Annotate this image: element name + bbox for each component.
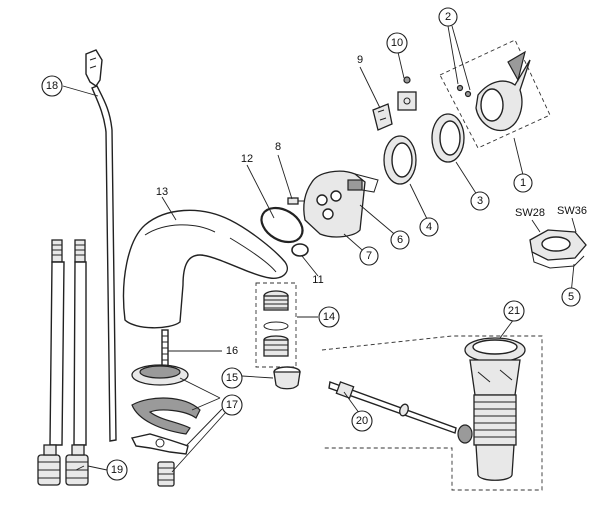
leader-lines [62,25,575,473]
callout-14: 14 [318,306,340,328]
callout-2-label: 2 [445,11,451,23]
leader-19 [87,465,108,471]
wrench-size-sw28: SW28 [515,207,545,219]
callout-15: 15 [221,367,243,389]
pin [287,197,304,205]
callout-1-label: 1 [520,177,526,189]
callout-19: 19 [106,459,128,481]
callout-13: 13 [156,186,168,198]
callout-3: 3 [470,191,490,211]
callout-13-label: 13 [156,186,168,198]
callout-16: 16 [226,345,238,357]
callout-8-label: 8 [275,141,281,153]
callout-15-label: 15 [226,372,238,384]
callout-9: 9 [357,54,363,66]
callout-17-label: 17 [226,399,238,411]
callout-12-label: 12 [241,153,253,165]
hex-nut [529,229,587,269]
callout-6: 6 [390,230,410,250]
grub-screws [456,84,472,98]
callout-11-label: 11 [312,274,323,286]
wrench-size-sw36: SW36 [557,205,587,217]
callout-21-label: 21 [508,305,520,317]
callout-8: 8 [275,141,281,153]
callout-19-label: 19 [111,464,123,476]
seal-small [291,243,309,257]
callout-20: 20 [351,410,373,432]
callout-5: 5 [561,287,581,307]
aerator [273,366,301,390]
fixing-set [130,364,201,487]
callout-10-label: 10 [391,37,403,49]
callout-6-label: 6 [397,234,403,246]
cover-sleeve [431,113,465,163]
callout-9-label: 9 [357,54,363,66]
callout-3-label: 3 [477,195,483,207]
callout-5-label: 5 [568,291,574,303]
callout-2: 2 [438,7,458,27]
waste-set [321,335,543,491]
callout-12: 12 [241,153,253,165]
mixer-body [122,209,288,329]
set-screw [397,76,417,111]
callout-17: 17 [221,394,243,416]
callout-4-label: 4 [426,221,432,233]
aerator-kit [255,282,297,368]
callout-7: 7 [359,246,379,266]
cartridge-cap [372,103,393,131]
callout-18-label: 18 [46,80,58,92]
callout-18: 18 [41,75,63,97]
cartridge [303,170,379,238]
callout-20-label: 20 [356,415,368,427]
pivot-rod [328,381,457,434]
retaining-ring [383,135,417,185]
callout-21: 21 [503,300,525,322]
callout-4: 4 [419,217,439,237]
flexible-hoses [37,239,89,486]
callout-16-label: 16 [226,345,238,357]
wrench-leaders [531,217,577,233]
callout-14-label: 14 [323,311,335,323]
callout-7-label: 7 [366,250,372,262]
o-ring-large [260,206,304,244]
callout-10: 10 [386,32,408,54]
callout-1: 1 [513,173,533,193]
lever-handle [439,39,551,149]
popup-lift-rod [85,49,117,442]
callout-11: 11 [312,274,323,286]
